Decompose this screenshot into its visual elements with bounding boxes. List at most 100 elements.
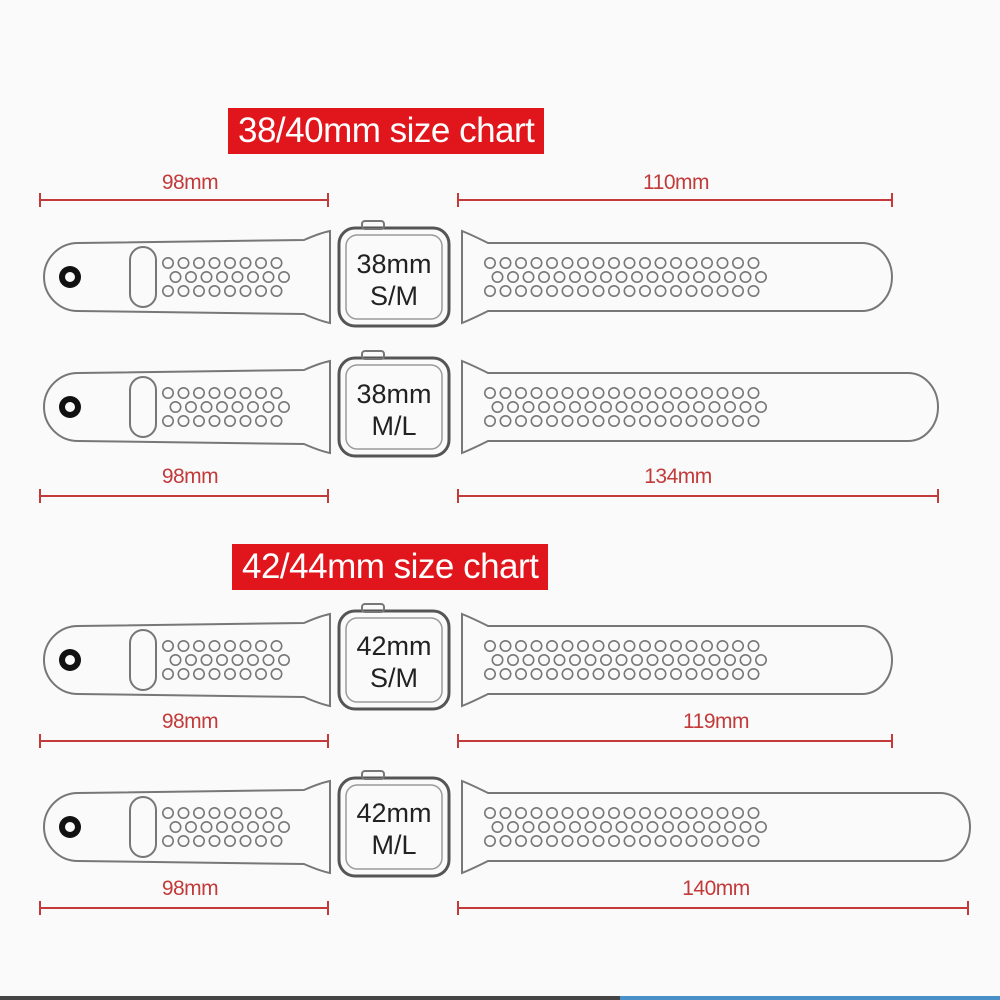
vent-hole (499, 639, 512, 652)
vent-hole (638, 414, 651, 427)
vent-hole (262, 270, 275, 283)
vent-hole (599, 820, 612, 833)
vent-hole (522, 400, 535, 413)
vent-hole (607, 414, 620, 427)
band-4-case-label: 42mm M/L (344, 797, 444, 861)
vent-hole (491, 820, 504, 833)
vent-hole (499, 834, 512, 847)
vent-hole (685, 284, 698, 297)
vent-hole (685, 414, 698, 427)
vent-hole (685, 386, 698, 399)
vent-hole (723, 270, 736, 283)
crown-button (361, 603, 385, 613)
watch-band-2 (43, 350, 939, 458)
crown-button (361, 220, 385, 230)
vent-hole (545, 834, 558, 847)
vent-hole (739, 653, 752, 666)
vent-hole (200, 820, 213, 833)
vent-hole (623, 639, 636, 652)
vent-hole (185, 400, 198, 413)
vent-hole (530, 834, 543, 847)
vent-hole (747, 256, 760, 269)
vent-hole (247, 400, 260, 413)
vent-hole (255, 386, 268, 399)
vent-hole (491, 270, 504, 283)
vent-hole (685, 806, 698, 819)
vent-hole (216, 400, 229, 413)
vent-hole (208, 284, 221, 297)
vent-hole (185, 270, 198, 283)
vent-hole (224, 639, 237, 652)
watch-screen (345, 784, 443, 870)
vent-hole (607, 256, 620, 269)
vent-hole (716, 386, 729, 399)
band-drawings (43, 220, 971, 878)
vent-hole (499, 386, 512, 399)
vent-hole (561, 806, 574, 819)
vent-hole (255, 834, 268, 847)
vent-hole (669, 667, 682, 680)
vent-hole (239, 834, 252, 847)
vent-hole (216, 820, 229, 833)
crown-button (361, 350, 385, 360)
vent-hole (576, 806, 589, 819)
vent-hole (499, 284, 512, 297)
vent-hole (270, 386, 283, 399)
section-title-38-40: 38/40mm size chart (228, 108, 545, 154)
vent-hole (592, 256, 605, 269)
short-strap (43, 612, 331, 708)
vent-hole (576, 386, 589, 399)
section-title-42-44: 42/44mm size chart (232, 544, 549, 590)
vent-hole (499, 667, 512, 680)
vent-hole (255, 806, 268, 819)
vent-hole (277, 270, 290, 283)
band-3-size: 42mm (356, 631, 432, 661)
vent-hole (700, 414, 713, 427)
vent-hole (561, 256, 574, 269)
vent-hole (638, 667, 651, 680)
vent-hole (677, 653, 690, 666)
vent-hole (514, 806, 527, 819)
vent-hole (545, 256, 558, 269)
vent-hole (270, 806, 283, 819)
vent-hole (553, 820, 566, 833)
vent-hole (646, 653, 659, 666)
vent-hole (692, 653, 705, 666)
vent-hole (545, 284, 558, 297)
dimension-lines (39, 193, 969, 915)
vent-hole (162, 386, 175, 399)
vent-hole (193, 256, 206, 269)
vent-hole (514, 256, 527, 269)
vent-hole (584, 270, 597, 283)
vent-hole (716, 256, 729, 269)
vent-hole (483, 834, 496, 847)
vent-hole (561, 284, 574, 297)
vent-hole (592, 806, 605, 819)
vent-hole (270, 667, 283, 680)
vent-hole (545, 639, 558, 652)
vent-hole (592, 639, 605, 652)
vent-hole (584, 820, 597, 833)
vent-hole (239, 667, 252, 680)
vent-hole (739, 270, 752, 283)
vent-hole (646, 400, 659, 413)
watch-case (337, 356, 451, 458)
vent-hole (530, 639, 543, 652)
vent-hole (623, 256, 636, 269)
vent-hole (630, 270, 643, 283)
band-4-short-length: 98mm (161, 877, 219, 900)
vent-hole (193, 386, 206, 399)
vent-hole (576, 414, 589, 427)
vent-hole (216, 653, 229, 666)
band-1-short-length: 98mm (161, 171, 219, 194)
vent-hole (224, 806, 237, 819)
vent-hole (162, 834, 175, 847)
vent-hole (638, 806, 651, 819)
vent-hole (592, 667, 605, 680)
pin-button-center (65, 402, 75, 412)
keeper-loop (129, 376, 157, 438)
vent-hole (615, 400, 628, 413)
vent-hole (568, 270, 581, 283)
vent-hole (483, 386, 496, 399)
vent-hole (545, 806, 558, 819)
